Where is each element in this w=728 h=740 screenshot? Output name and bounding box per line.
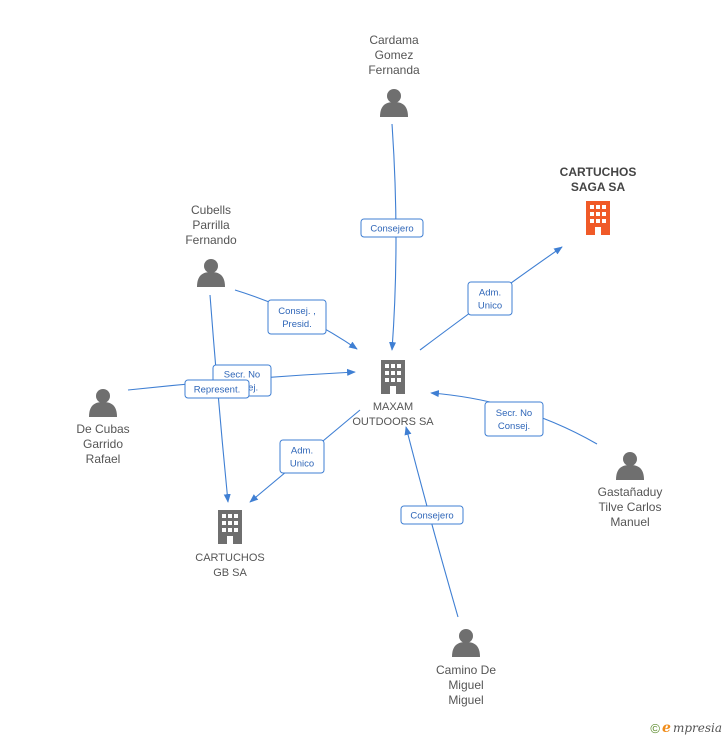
edge-label-text: Consej. xyxy=(498,421,530,432)
node-label-line: OUTDOORS SA xyxy=(352,416,434,428)
node-label-line: Cardama xyxy=(369,33,419,47)
node-label-line: Tilve Carlos xyxy=(599,500,662,514)
building-icon xyxy=(218,510,242,544)
person-icon xyxy=(452,629,480,657)
edge-label-camino-maxam[interactable]: Consejero xyxy=(400,505,464,525)
edges-layer xyxy=(127,123,598,618)
edge-label-text: Consejero xyxy=(370,224,413,235)
node-label-line: Fernanda xyxy=(368,63,420,77)
node-label-line: Rafael xyxy=(86,452,121,466)
edge-label-text: Adm. xyxy=(479,288,501,299)
building-icon xyxy=(586,201,610,235)
edge-cubells-gb xyxy=(209,294,231,503)
node-label-line: Parrilla xyxy=(192,218,230,232)
node-label-line: Manuel xyxy=(610,515,649,529)
edge-label-gastanaduy-maxam[interactable]: Secr. No Consej. xyxy=(484,401,544,437)
node-label-line: GB SA xyxy=(213,567,247,579)
brand-name: mpresia xyxy=(672,721,722,735)
person-icon xyxy=(89,389,117,417)
node-label-line: Camino De xyxy=(436,663,496,677)
edge-label-text: Consej. , xyxy=(278,306,316,317)
person-icon xyxy=(197,259,225,287)
edge-label-text: Consejero xyxy=(410,511,453,522)
node-label-line: De Cubas xyxy=(76,422,129,436)
edge-label-text: Unico xyxy=(290,459,314,470)
node-label-line: Fernando xyxy=(185,233,237,247)
edge-label-text: Unico xyxy=(478,301,502,312)
nodes-layer: CardamaGomezFernandaCubellsParrillaFerna… xyxy=(76,33,662,707)
node-cartuchos-gb[interactable]: CARTUCHOS GB SA xyxy=(195,510,265,579)
edge-label-text: Presid. xyxy=(282,319,312,330)
edge-label-text: Represent. xyxy=(194,385,240,396)
building-icon xyxy=(381,360,405,394)
edge-label-decubas-gb[interactable]: Represent. xyxy=(184,379,250,399)
node-label-line: Gomez xyxy=(375,48,414,62)
node-label-line: CARTUCHOS xyxy=(560,165,637,179)
edge-label-text: Adm. xyxy=(291,446,313,457)
edge-label-text: Secr. No xyxy=(496,408,532,419)
node-label-line: Garrido xyxy=(83,437,123,451)
brand-logo-initial: e xyxy=(662,720,671,736)
node-label-line: Gastañaduy xyxy=(598,485,663,499)
edge-label-text: Secr. No xyxy=(224,370,260,381)
copyright-icon: © xyxy=(650,720,661,736)
edge-label-maxam-saga[interactable]: Adm. Unico xyxy=(467,281,513,316)
node-label-line: Miguel xyxy=(448,678,483,692)
node-maxam[interactable]: MAXAM OUTDOORS SA xyxy=(352,360,434,428)
node-label-line: CARTUCHOS xyxy=(195,552,264,564)
edge-label-maxam-gb[interactable]: Adm. Unico xyxy=(279,439,325,474)
node-label-line: MAXAM xyxy=(373,401,413,413)
person-icon xyxy=(380,89,408,117)
edge-cardama-maxam xyxy=(389,123,397,351)
edge-label-cubells-maxam[interactable]: Consej. , Presid. xyxy=(267,299,327,335)
person-icon xyxy=(616,452,644,480)
edge-label-cardama-maxam[interactable]: Consejero xyxy=(360,218,424,238)
node-label-line: SAGA SA xyxy=(571,180,626,194)
node-label-line: Miguel xyxy=(448,693,483,707)
node-label-line: Cubells xyxy=(191,203,231,217)
